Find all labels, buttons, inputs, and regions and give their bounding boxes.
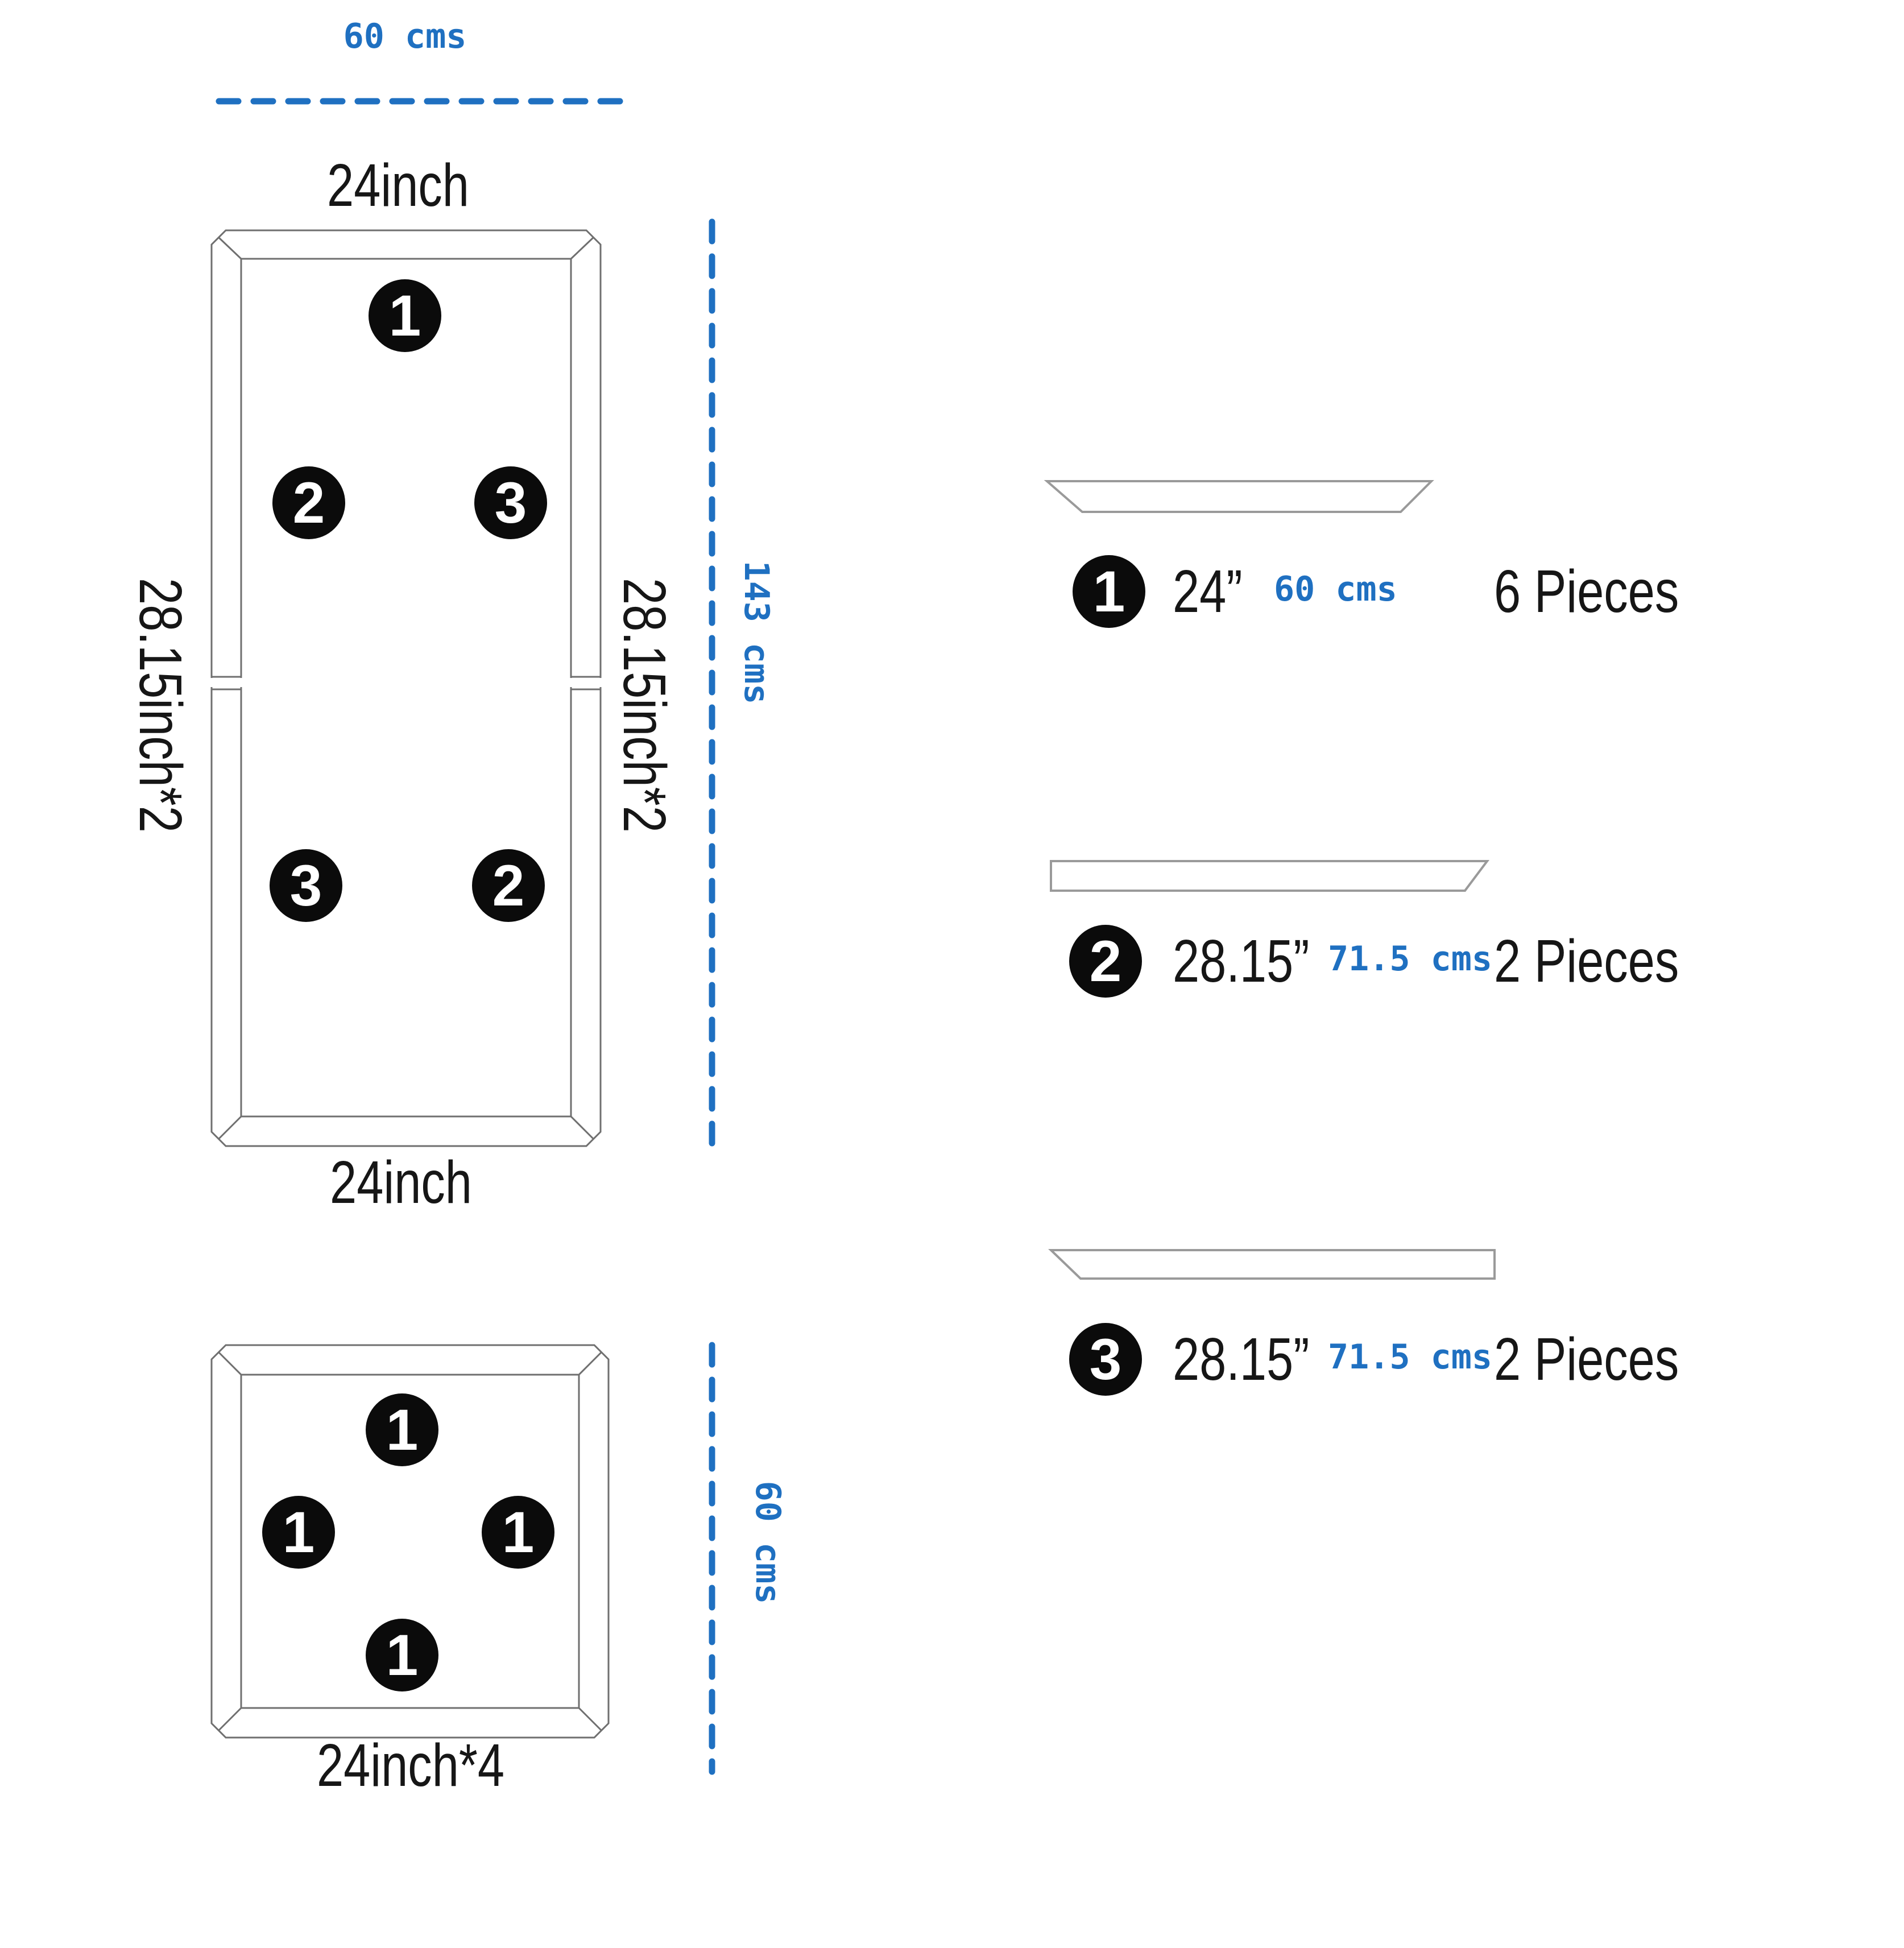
part3-marker: 3 bbox=[1069, 1323, 1142, 1396]
part3-metric-label: 71.5 cms bbox=[1328, 1337, 1492, 1377]
tall-frame-miter-joints bbox=[217, 236, 595, 1140]
part1-inches-label: 24” bbox=[1173, 558, 1243, 625]
part2-inches-label: 28.15” bbox=[1173, 928, 1310, 995]
part2-quantity-label: 2 Pieces bbox=[1494, 928, 1679, 995]
square-frame-marker-left: 1 bbox=[262, 1496, 335, 1569]
part1-metric-label: 60 cms bbox=[1274, 569, 1397, 609]
tall-frame-inner-edge bbox=[240, 258, 572, 1118]
part2-metric-label: 71.5 cms bbox=[1328, 939, 1492, 979]
square-frame-outline bbox=[210, 1344, 610, 1739]
tall-frame-marker-2: 2 bbox=[272, 466, 345, 539]
rail-seam-caps bbox=[212, 676, 601, 690]
tall-frame-marker-4: 3 bbox=[270, 849, 342, 922]
tall-frame-outline bbox=[210, 229, 602, 1147]
square-frame-marker-bottom: 1 bbox=[366, 1619, 438, 1691]
square-frame-inner-edge bbox=[240, 1374, 580, 1709]
part3-rail-shape bbox=[1048, 1249, 1496, 1280]
part1-rail-shape bbox=[1044, 480, 1434, 513]
part1-quantity-label: 6 Pieces bbox=[1494, 558, 1679, 625]
tall-frame-right-side-label: 28.15inch*2 bbox=[611, 578, 678, 833]
part2-marker: 2 bbox=[1069, 925, 1142, 998]
part-rail-shapes bbox=[1044, 480, 1496, 1280]
square-frame-marker-right: 1 bbox=[482, 1496, 554, 1569]
tall-frame-left-side-label: 28.15inch*2 bbox=[127, 578, 194, 833]
part3-quantity-label: 2 Pieces bbox=[1494, 1326, 1679, 1393]
square-frame-marker-top: 1 bbox=[366, 1393, 438, 1466]
measurement-dashed-lines bbox=[216, 98, 715, 1775]
tall-frame-marker-5: 2 bbox=[472, 849, 545, 922]
tall-frame-marker-3: 3 bbox=[474, 466, 547, 539]
square-frame-bottom-width-label: 24inch*4 bbox=[316, 1732, 505, 1799]
tall-frame-height-metric-label: 143 cms bbox=[736, 560, 776, 705]
part2-rail-shape bbox=[1050, 860, 1489, 892]
part1-marker: 1 bbox=[1073, 555, 1145, 628]
tall-frame-top-width-label: 24inch bbox=[327, 152, 469, 219]
tall-frame-rail-seams bbox=[207, 676, 605, 690]
square-frame-height-metric-label: 60 cms bbox=[748, 1480, 788, 1604]
square-frame-outer-edge bbox=[210, 1344, 610, 1739]
part3-inches-label: 28.15” bbox=[1173, 1326, 1310, 1393]
tall-frame-marker-1: 1 bbox=[369, 279, 441, 352]
tall-frame-outer-edge bbox=[210, 229, 602, 1147]
tall-frame-width-metric-label: 60 cms bbox=[343, 16, 467, 56]
tall-frame-bottom-width-label: 24inch bbox=[330, 1149, 472, 1216]
right-rail-seam-gap bbox=[566, 678, 605, 687]
left-rail-seam-gap bbox=[207, 678, 246, 687]
square-frame-miter-joints bbox=[217, 1351, 603, 1732]
